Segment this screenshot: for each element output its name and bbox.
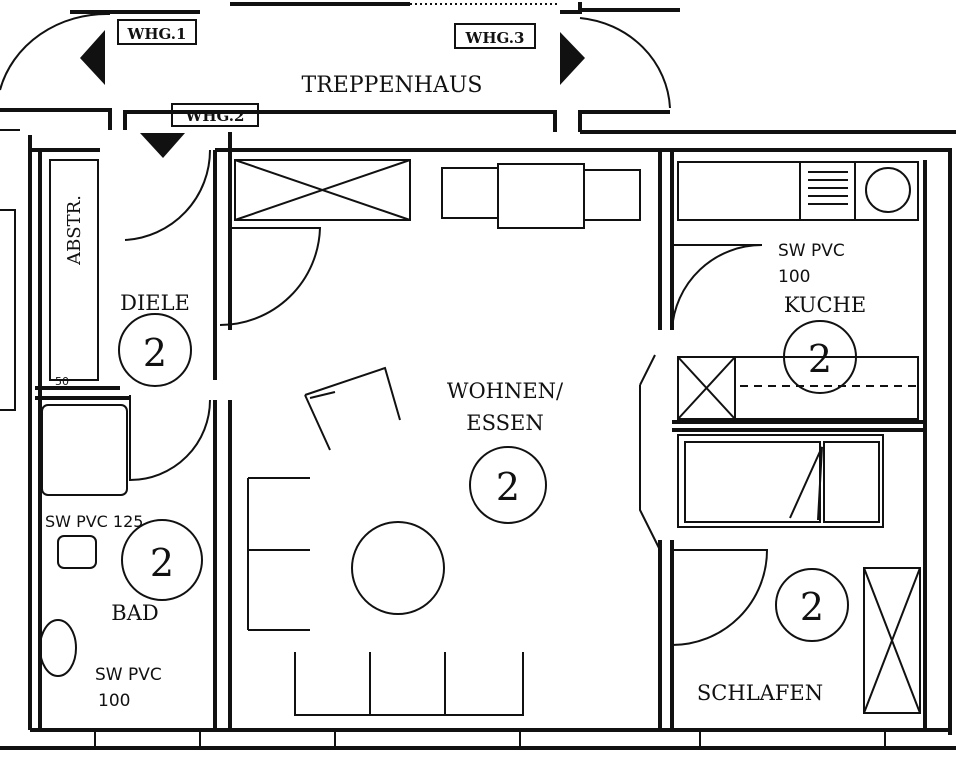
bedroom-label: SCHLAFEN — [697, 681, 823, 705]
unit-tag-3 — [454, 23, 536, 49]
unit-tag-3-label: WHG.3 — [465, 29, 525, 47]
arrow-right-icon — [560, 32, 585, 85]
living-furniture — [234, 159, 641, 716]
living-label-line2: ESSEN — [466, 411, 543, 435]
unit-tag-1 — [117, 19, 197, 45]
kitchen-drain-line2: 100 — [778, 267, 810, 287]
bedroom-number-circle — [775, 568, 849, 642]
kitchen-label: KUCHE — [784, 293, 866, 317]
living-number: 2 — [496, 465, 520, 509]
walls — [0, 129, 956, 750]
bedroom-furniture — [677, 434, 921, 714]
bedroom-number: 2 — [800, 585, 824, 629]
arrow-left-icon — [80, 30, 105, 85]
unit-tag-2 — [171, 103, 259, 127]
unit-tag-2-label: WHG.2 — [185, 107, 245, 125]
hall-number: 2 — [143, 331, 167, 375]
living-number-circle — [469, 446, 547, 524]
staircase: WHG.1 WHG.2 WHG.3 TREPPENHAUS — [0, 2, 956, 158]
bath-label: BAD — [111, 601, 158, 625]
closet: ABSTR. 50 — [49, 159, 99, 388]
bath-fittings — [39, 404, 128, 677]
bath-number-circle — [121, 519, 203, 601]
closet-label: ABSTR. — [64, 195, 85, 266]
hall-label: DIELE — [120, 291, 190, 315]
bath-drain-top: SW PVC 125 — [45, 512, 143, 531]
bath-drain-line2: 100 — [98, 691, 130, 711]
closet-dimension: 50 — [55, 375, 69, 388]
staircase-label: TREPPENHAUS — [302, 73, 483, 98]
kitchen-number-circle — [783, 320, 857, 394]
bath-number: 2 — [150, 541, 174, 585]
arrow-down-icon — [140, 133, 185, 158]
kitchen-number: 2 — [808, 337, 832, 381]
doors — [124, 149, 769, 646]
living-label-line1: WOHNEN/ — [447, 379, 564, 403]
kitchen-drain-line1: SW PVC — [778, 241, 845, 261]
unit-tag-1-label: WHG.1 — [127, 25, 187, 43]
kitchen-fittings — [677, 161, 919, 420]
hall-number-circle — [118, 313, 192, 387]
bath-drain-line1: SW PVC — [95, 665, 162, 685]
